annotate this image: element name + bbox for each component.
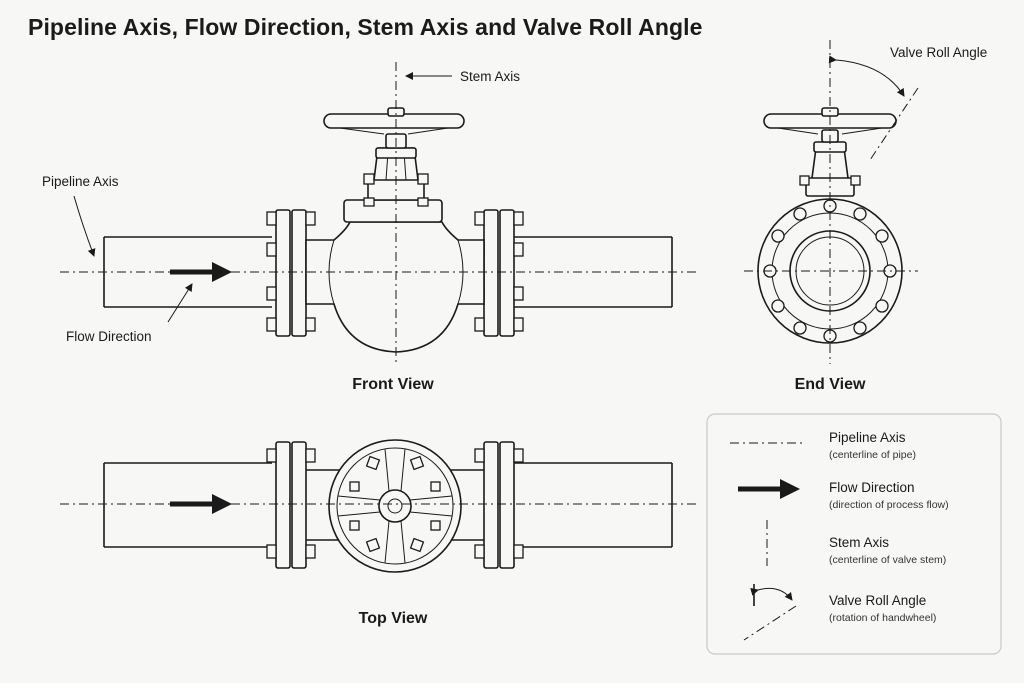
top-pipe-left [103, 462, 272, 548]
top-bonnet-bolts [349, 455, 441, 553]
top-view [60, 439, 696, 573]
legend-roll-angle-desc: (rotation of handwheel) [829, 612, 936, 624]
valve-roll-angle-label: Valve Roll Angle [890, 45, 987, 60]
front-flange-left-inner [291, 209, 307, 337]
front-flange-left-outer [275, 209, 291, 337]
flow-direction-leader [167, 283, 193, 323]
page-title: Pipeline Axis, Flow Direction, Stem Axis… [28, 14, 703, 40]
front-valve-body [305, 221, 485, 353]
front-flange-right-outer [499, 209, 515, 337]
legend: Pipeline Axis (centerline of pipe) Flow … [706, 413, 1002, 655]
front-flange-right-inner [483, 209, 499, 337]
legend-roll-arc [750, 587, 793, 601]
legend-flow-arrow-head [780, 479, 800, 499]
legend-flow-direction-label: Flow Direction [829, 480, 915, 495]
legend-stem-axis-desc: (centerline of valve stem) [829, 554, 946, 566]
end-view-label: End View [795, 376, 866, 393]
top-view-label: Top View [359, 610, 428, 627]
legend-flow-direction-desc: (direction of process flow) [829, 499, 949, 511]
stem-axis-label: Stem Axis [460, 69, 520, 84]
roll-angle-arc [828, 55, 905, 97]
end-roll-axis-line [869, 87, 919, 161]
top-flow-arrow-head [212, 494, 232, 514]
legend-stem-axis-label: Stem Axis [829, 535, 889, 550]
end-view [744, 40, 919, 364]
front-view [60, 62, 696, 364]
front-view-label: Front View [352, 376, 434, 393]
top-flange-bolts [266, 448, 524, 559]
legend-roll-diagonal [743, 605, 797, 641]
legend-roll-angle-label: Valve Roll Angle [829, 593, 926, 608]
top-handwheel-spokes [337, 448, 453, 564]
legend-pipeline-axis-desc: (centerline of pipe) [829, 449, 916, 461]
flow-direction-label: Flow Direction [66, 329, 152, 344]
pipeline-axis-leader [73, 195, 96, 257]
top-pipe-right [514, 462, 673, 548]
pipeline-axis-label: Pipeline Axis [42, 174, 119, 189]
front-flow-arrow-head [212, 262, 232, 282]
legend-pipeline-axis-label: Pipeline Axis [829, 430, 906, 445]
top-handwheel-hub [378, 489, 412, 523]
